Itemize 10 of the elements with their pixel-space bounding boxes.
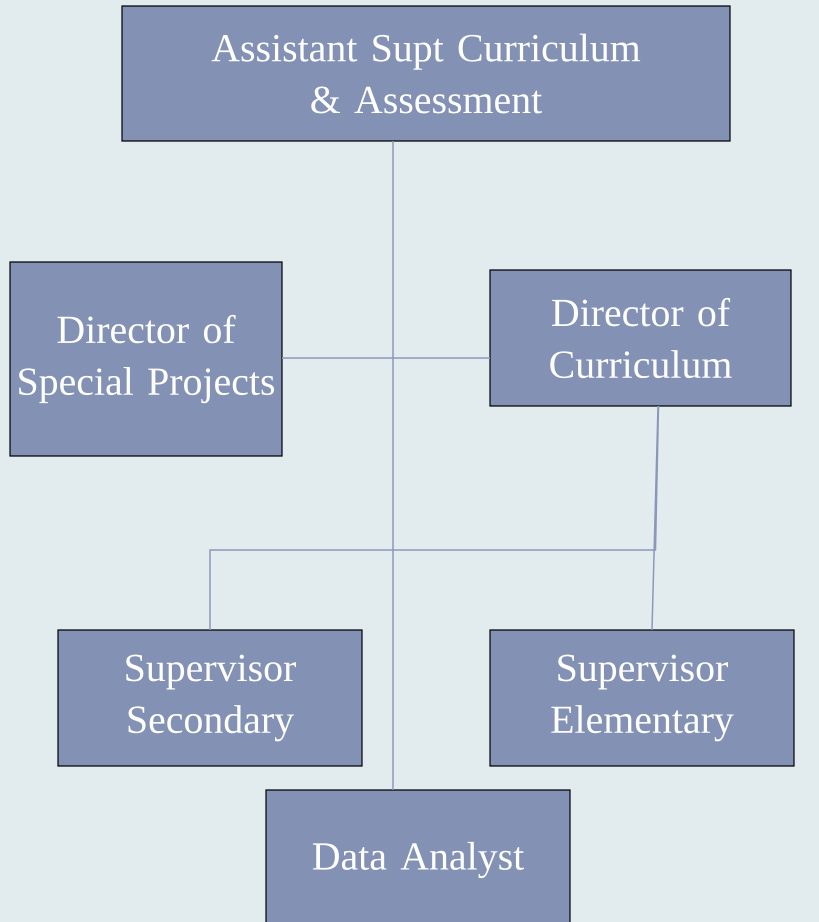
org-box: Director of Curriculum — [489, 269, 792, 407]
org-box: Director of Special Projects — [9, 261, 283, 457]
org-box: Data Analyst — [265, 789, 571, 922]
connector-line — [282, 357, 490, 359]
connector-line — [651, 406, 659, 630]
org-box: Supervisor Secondary — [57, 629, 363, 767]
org-box: Supervisor Elementary — [489, 629, 795, 767]
connector-line — [392, 141, 394, 790]
connector-line — [209, 406, 660, 630]
org-box: Assistant Supt Curriculum & Assessment — [121, 5, 731, 142]
